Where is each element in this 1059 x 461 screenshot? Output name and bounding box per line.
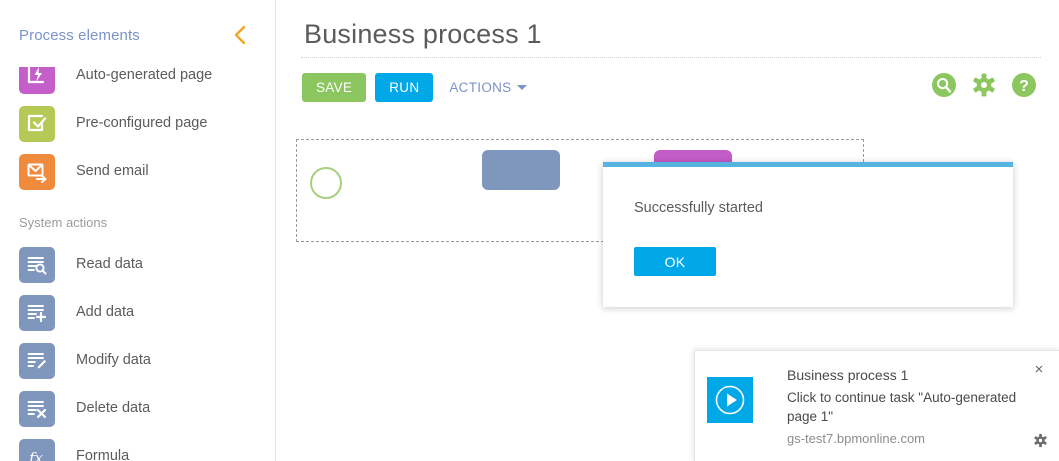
chevron-down-icon [517, 84, 528, 90]
actions-menu-button[interactable]: ACTIONS [449, 73, 528, 102]
toolbar: SAVE RUN ACTIONS [302, 73, 528, 103]
sidebar-item-delete-data[interactable]: Delete data [0, 389, 275, 437]
process-elements-sidebar: Auto-generated page Pre-configured page … [0, 0, 276, 461]
delete-data-icon [19, 391, 55, 427]
sidebar-item-label: Send email [76, 163, 149, 179]
sidebar-item-label: Read data [76, 256, 143, 272]
start-event-node[interactable] [310, 167, 342, 199]
notification-body: Click to continue task "Auto-generated p… [787, 390, 1017, 424]
run-button[interactable]: RUN [375, 73, 434, 102]
help-icon[interactable]: ? [1011, 72, 1037, 98]
top-icon-group: ? [917, 72, 1037, 98]
search-icon[interactable] [931, 72, 957, 98]
sidebar-item-label: Formula [76, 448, 130, 461]
chevron-left-icon[interactable] [231, 24, 249, 46]
sidebar-group-system-actions: System actions [19, 215, 108, 230]
close-icon[interactable]: × [1034, 361, 1044, 378]
sidebar-scroll-area[interactable]: Auto-generated page Pre-configured page … [0, 0, 275, 461]
page-title: Business process 1 [304, 19, 542, 49]
sidebar-item-label: Modify data [76, 352, 151, 368]
modal-ok-button[interactable]: OK [634, 247, 716, 276]
gear-icon[interactable] [971, 72, 997, 98]
success-modal-dialog: Successfully started OK [603, 162, 1013, 307]
sidebar-title: Process elements [19, 27, 140, 44]
formula-icon: fx [19, 439, 55, 461]
modal-accent-bar [603, 162, 1013, 167]
modify-data-icon [19, 343, 55, 379]
sidebar-header: Process elements [0, 0, 275, 66]
sidebar-item-read-data[interactable]: Read data [0, 245, 275, 293]
save-button[interactable]: SAVE [302, 73, 367, 102]
read-data-icon [19, 247, 55, 283]
pre-configured-page-icon [19, 106, 55, 142]
sidebar-item-label: Auto-generated page [76, 67, 213, 83]
send-email-icon [19, 154, 55, 190]
sidebar-item-label: Add data [76, 304, 135, 320]
notification-title: Business process 1 [787, 367, 909, 383]
svg-text:?: ? [1019, 78, 1029, 95]
task-node-1[interactable] [482, 150, 560, 190]
sidebar-item-label: Delete data [76, 400, 151, 416]
sidebar-item-pre-configured-page[interactable]: Pre-configured page [0, 104, 275, 152]
modal-message: Successfully started [634, 200, 763, 216]
sidebar-item-add-data[interactable]: Add data [0, 293, 275, 341]
sidebar-item-label: Pre-configured page [76, 115, 208, 131]
sidebar-item-send-email[interactable]: Send email [0, 152, 275, 200]
notification-source: gs-test7.bpmonline.com [787, 431, 926, 446]
sidebar-item-modify-data[interactable]: Modify data [0, 341, 275, 389]
gear-icon[interactable] [1033, 433, 1048, 448]
actions-label: ACTIONS [449, 80, 512, 95]
play-circle-icon [707, 377, 753, 423]
add-data-icon [19, 295, 55, 331]
browser-notification[interactable]: Business process 1 Click to continue tas… [694, 350, 1059, 461]
title-divider [301, 57, 1041, 58]
sidebar-item-formula[interactable]: fx Formula [0, 437, 275, 461]
svg-text:fx: fx [28, 449, 44, 461]
